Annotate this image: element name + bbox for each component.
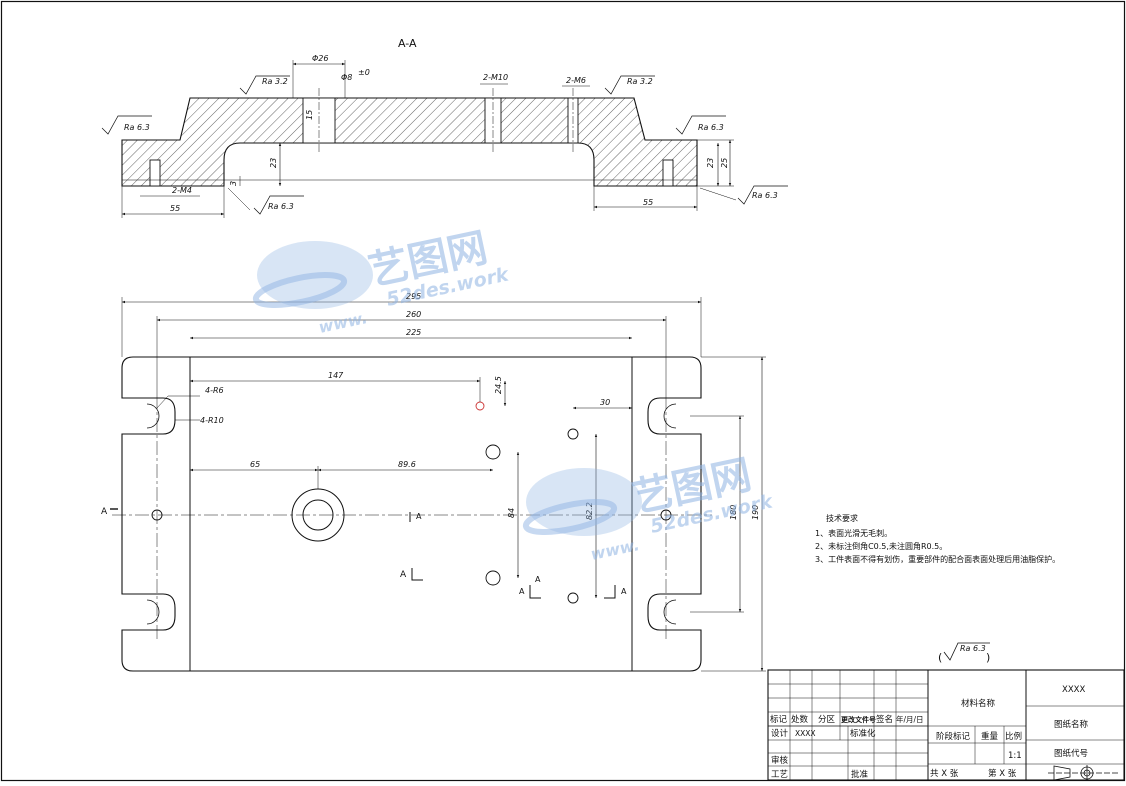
roughness-symbol: Ra 6.3 — [101, 115, 152, 135]
tb-design-val: XXXX — [795, 729, 816, 738]
svg-text:Ra 3.2: Ra 3.2 — [627, 77, 653, 86]
section-mark: A — [416, 512, 422, 521]
hole — [567, 428, 579, 440]
m4-hole-left — [149, 159, 161, 187]
roughness-symbol: Ra 3.2 — [604, 75, 655, 95]
section-mark: A — [101, 507, 108, 517]
roughness-symbol: Ra 6.3 — [675, 115, 726, 135]
tb-mark: 标记 — [770, 714, 788, 725]
section-mark: A — [400, 570, 407, 580]
dim-89-6: 89.6 — [398, 460, 416, 469]
tb-approve: 批准 — [851, 769, 869, 780]
dim-84: 84 — [507, 508, 516, 518]
svg-text:Ra 6.3: Ra 6.3 — [124, 123, 150, 132]
tb-total-sheets: 共 X 张 — [930, 769, 959, 779]
note-item: 2、未标注倒角C0.5,未注圆角R0.5。 — [815, 541, 947, 551]
section-title: A-A — [398, 37, 417, 50]
boss-hole-inner — [302, 499, 334, 531]
dim-260: 260 — [406, 310, 421, 319]
m4-hole-right — [662, 159, 674, 187]
hole — [475, 401, 485, 411]
dim-25: 25 — [720, 158, 729, 168]
tb-drawing-name: 图纸名称 — [1054, 719, 1089, 730]
svg-text:(: ( — [938, 651, 942, 664]
roughness-symbol: Ra 3.2 — [239, 75, 290, 95]
title-block — [767, 669, 1125, 781]
dim-cbore-tol: ±0 — [358, 68, 370, 77]
tb-zone: 分区 — [818, 715, 836, 725]
dim-30: 30 — [600, 398, 610, 407]
dim-r10: 4-R10 — [200, 416, 224, 425]
dim-180: 180 — [729, 505, 738, 520]
dim-cbore: Φ8 — [341, 73, 352, 82]
tb-company: XXXX — [1062, 685, 1085, 695]
tb-sign: 签名 — [876, 714, 893, 725]
tb-scale: 比例 — [1005, 731, 1022, 742]
tb-review: 审核 — [771, 755, 789, 766]
hole — [567, 592, 579, 604]
tb-process: 工艺 — [771, 770, 788, 780]
dim-82-2: 82.2 — [585, 502, 594, 520]
section-mark: A — [519, 587, 525, 596]
section-mark: A — [535, 575, 541, 584]
plan-view: 295 260 225 147 24.5 30 65 89.6 84 82.2 … — [101, 292, 766, 672]
tb-scale-val: 1:1 — [1008, 751, 1022, 761]
svg-text:): ) — [986, 651, 990, 664]
dim-r6: 4-R6 — [205, 386, 224, 395]
section-mark: A — [621, 587, 627, 596]
dim-23-right: 23 — [706, 158, 715, 168]
svg-text:Ra 6.3: Ra 6.3 — [268, 202, 294, 211]
svg-text:Ra 3.2: Ra 3.2 — [262, 77, 288, 86]
roughness-symbol: Ra 6.3 — [227, 187, 304, 215]
note-item: 1、表面光滑无毛刺。 — [815, 528, 892, 538]
hole — [485, 570, 501, 586]
tb-drawing-code: 图纸代号 — [1054, 748, 1088, 759]
dim-d26: Φ26 — [312, 54, 328, 63]
projection-symbol-icon — [1048, 765, 1120, 781]
tb-sheet-no: 第 X 张 — [988, 768, 1017, 779]
hole — [151, 509, 163, 521]
notes-heading: 技术要求 — [826, 513, 858, 523]
svg-text:www.: www. — [317, 308, 369, 337]
svg-text:Ra 6.3: Ra 6.3 — [698, 123, 724, 132]
tb-weight: 重量 — [981, 731, 999, 742]
tb-stage: 阶段标记 — [936, 731, 971, 742]
tb-date: 年/月/日 — [896, 714, 924, 724]
note-item: 3、工件表面不得有划伤，重要部件的配合面表面处理后用油脂保护。 — [815, 554, 1060, 564]
title-block-text: 标记 处数 分区 更改文件号 签名 年/月/日 设计 XXXX 标准化 审核 工… — [770, 685, 1089, 780]
tb-material: 材料名称 — [961, 698, 996, 709]
hole — [660, 509, 672, 521]
general-roughness: ( Ra 6.3 ) — [938, 642, 990, 664]
dim-190: 190 — [751, 505, 760, 520]
tb-design: 设计 — [771, 728, 789, 739]
tb-count: 处数 — [791, 714, 809, 725]
dim-m6: 2-M6 — [566, 76, 586, 85]
dim-3: 3 — [229, 181, 238, 186]
dim-55-left: 55 — [170, 204, 180, 213]
technical-notes: 技术要求 1、表面光滑无毛刺。 2、未标注倒角C0.5,未注圆角R0.5。 3、… — [815, 513, 1060, 564]
tb-doc-no: 更改文件号 — [841, 715, 876, 724]
svg-text:Ra 6.3: Ra 6.3 — [752, 191, 778, 200]
svg-text:www.: www. — [589, 535, 641, 564]
section-view: A-A Φ26 Φ8 ±0 2-M10 2-M6 15 55 2-M4 — [101, 37, 788, 218]
section-body — [121, 97, 698, 187]
roughness-symbol: Ra 6.3 — [699, 185, 788, 205]
dim-295: 295 — [406, 292, 421, 301]
svg-text:Ra 6.3: Ra 6.3 — [960, 644, 986, 653]
dim-m10: 2-M10 — [483, 73, 508, 82]
dim-147: 147 — [328, 371, 344, 380]
tb-standardize: 标准化 — [850, 728, 876, 739]
hole — [485, 444, 501, 460]
dim-55-right: 55 — [643, 198, 653, 207]
dim-24-5: 24.5 — [494, 376, 503, 394]
dim-225: 225 — [406, 328, 421, 337]
dim-m4: 2-M4 — [172, 186, 192, 195]
dim-15: 15 — [305, 110, 314, 120]
dim-23-left: 23 — [269, 158, 278, 168]
watermark-logo: 艺图网 52des.work www. — [522, 452, 776, 564]
dim-65: 65 — [250, 460, 260, 469]
